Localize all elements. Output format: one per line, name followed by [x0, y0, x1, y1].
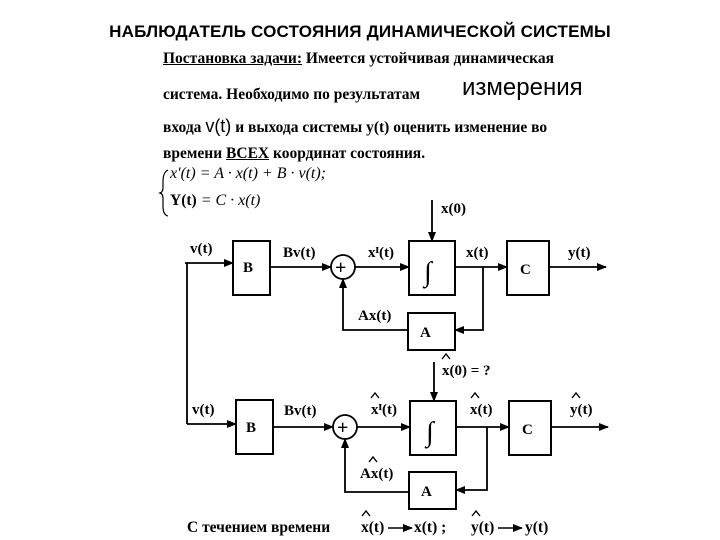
- output-equation-lhs: Y(t): [170, 192, 197, 209]
- plant-diagram: v(t) B Bv(t) + xᴵ(t) ∫ x(0) x(t) C y(t) …: [185, 200, 607, 424]
- plant-integrator: [408, 240, 456, 296]
- plant-plus-label: +: [335, 257, 346, 279]
- observer-y-label: y(t): [570, 402, 593, 418]
- plant-input-label: v(t): [190, 241, 213, 257]
- footer-y: y(t): [525, 519, 548, 536]
- footer-statement: С течением времени x(t) x(t) ; y(t) y(t): [187, 509, 548, 536]
- plant-b-label: B: [243, 260, 253, 276]
- observer-x0-label: x(0) = ?: [442, 363, 491, 379]
- problem-line-4-a: времени: [163, 145, 227, 162]
- plant-xdot-label: xᴵ(t): [368, 245, 394, 261]
- observer-y-hat: [571, 391, 581, 399]
- plant-x-label: x(t): [466, 245, 489, 261]
- footer-prefix: С течением времени: [187, 519, 330, 536]
- plant-ax-line: [339, 278, 408, 331]
- plant-y-label: y(t): [568, 245, 591, 261]
- problem-line-3-a: входа: [163, 119, 206, 136]
- plant-c-label: C: [520, 262, 531, 278]
- plant-block-a: [407, 312, 456, 351]
- plant-integral-sign: ∫: [422, 257, 434, 289]
- problem-line-4: времени ВСЕХ координат состояния.: [163, 145, 425, 163]
- footer-yhat-hat: [471, 509, 481, 517]
- observer-ax-hat: [368, 455, 378, 463]
- plant-feedback-line: [454, 267, 484, 334]
- observer-xdot-label: xᴵ(t): [371, 402, 397, 418]
- footer-yhat: y(t): [471, 519, 494, 536]
- footer-x: x(t) ;: [414, 519, 446, 536]
- all-word: ВСЕХ: [226, 145, 270, 162]
- observer-bv-label: Bv(t): [284, 403, 317, 419]
- problem-line-1: Постановка задачи: Имеется устойчивая ди…: [163, 50, 554, 68]
- observer-x0-hat: [441, 352, 451, 360]
- output-equation: Y(t) = C · x(t): [170, 192, 260, 210]
- equation-brace: [158, 169, 169, 217]
- plant-a-label: A: [420, 325, 431, 341]
- plant-bv-label: Bv(t): [283, 245, 316, 261]
- plant-x0-label: x(0): [441, 201, 466, 217]
- observer-x-label: x(t): [470, 402, 493, 418]
- plant-block-b: [232, 240, 271, 296]
- problem-line-1-rest: Имеется устойчивая динамическая: [302, 50, 554, 67]
- footer-xhat-hat: [361, 509, 371, 517]
- problem-line-2: система. Необходимо по результатам: [163, 86, 420, 104]
- plant-ax-label: Ax(t): [358, 308, 391, 324]
- observer-integral-sign: ∫: [424, 417, 436, 449]
- input-signal-label: v(t): [205, 116, 232, 136]
- observer-diagram: v(t) B Bv(t) + xᴵ(t) ∫ x(0) = ? x(t) C y…: [187, 352, 609, 510]
- problem-line-2-text: система. Необходимо по результатам: [163, 86, 421, 103]
- observer-input-label: v(t): [192, 402, 215, 418]
- observer-ax-label: Ax(t): [360, 466, 393, 482]
- observer-feedback-line: [455, 427, 488, 494]
- observer-plus-label: +: [337, 417, 348, 439]
- observer-ax-line: [341, 438, 409, 493]
- observer-x-hat: [470, 391, 480, 399]
- observer-xdot-hat: [370, 391, 380, 399]
- plant-block-c: [506, 240, 550, 296]
- observer-c-label: C: [522, 422, 533, 438]
- page-title: НАБЛЮДАТЕЛЬ СОСТОЯНИЯ ДИНАМИЧЕСКОЙ СИСТЕ…: [109, 22, 611, 41]
- footer-xhat: x(t): [361, 519, 384, 536]
- observer-block-c: [508, 400, 552, 456]
- state-equation: x′(t) = A · x(t) + B · v(t);: [170, 165, 326, 182]
- measurement-word: измерения: [462, 74, 583, 101]
- output-equation-rhs: = C · x(t): [196, 192, 261, 209]
- problem-line-4-b: координат состояния.: [269, 145, 426, 162]
- problem-label: Постановка задачи:: [163, 50, 303, 67]
- observer-block-a: [408, 471, 457, 510]
- problem-line-3: входа v(t) и выхода системы y(t) оценить…: [163, 116, 547, 137]
- observer-a-label: A: [421, 484, 432, 500]
- observer-b-label: B: [246, 420, 256, 436]
- problem-line-3-b: и выхода системы y(t) оценить изменение …: [231, 119, 548, 136]
